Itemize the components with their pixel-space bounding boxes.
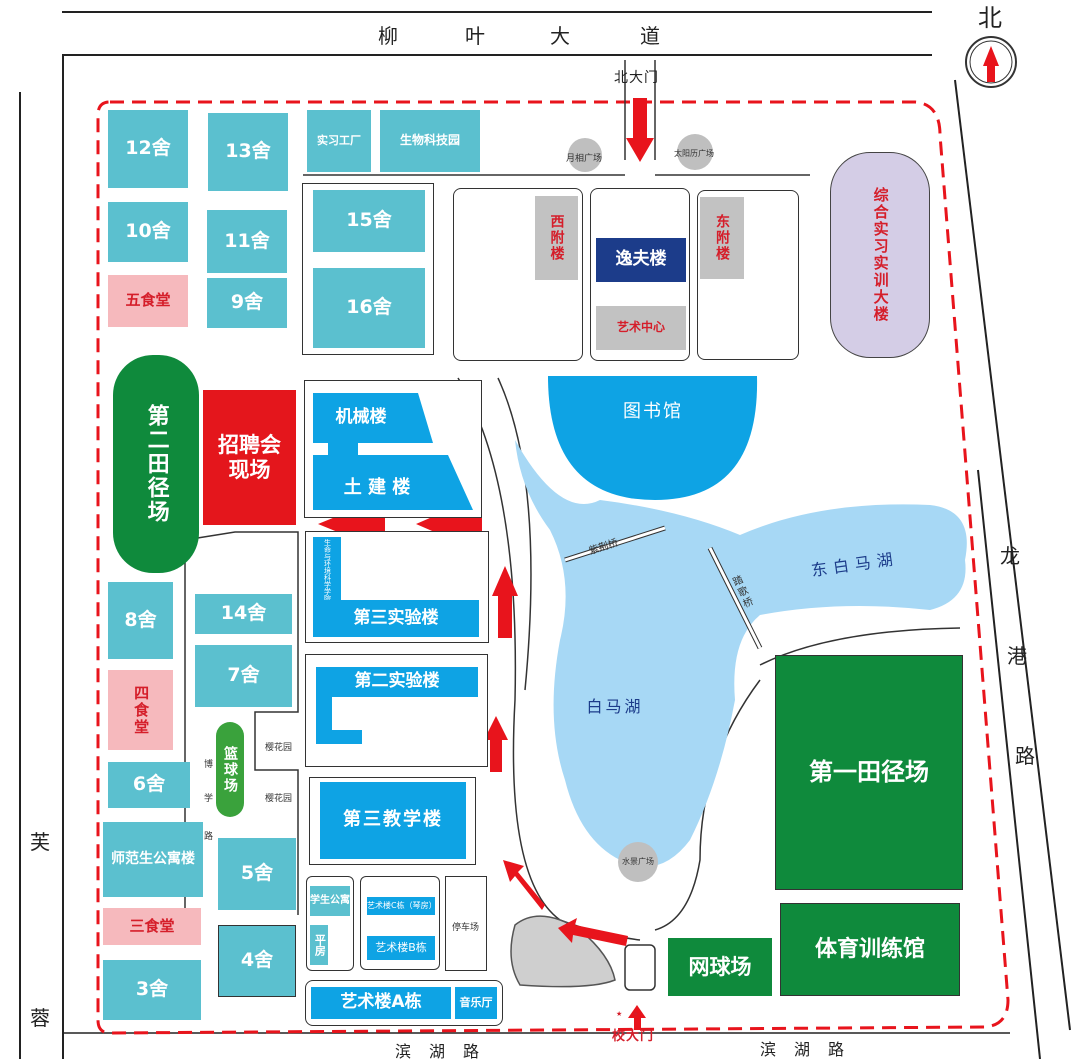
taiyangli-plaza-label: 太阳历广场 <box>674 149 714 158</box>
yuexiang-plaza-label: 月相广场 <box>566 154 603 164</box>
shuijing-plaza-marker <box>618 842 658 882</box>
dorm-14[interactable]: 14舍 <box>195 594 292 634</box>
road-east-3: 路 <box>1015 744 1036 768</box>
library[interactable]: 图书馆 <box>623 400 683 422</box>
life-environment-college[interactable]: 生命与环境科学学院 <box>323 538 332 602</box>
shifan-apartment[interactable]: 师范生公寓楼 <box>103 822 203 897</box>
machinery-building[interactable]: 机械楼 <box>335 407 387 428</box>
tennis-court[interactable]: 网球场 <box>668 938 772 996</box>
parking[interactable]: 停车场 <box>452 923 480 933</box>
compass-label: 北 <box>978 4 1003 32</box>
road-east-2: 港 <box>1007 644 1028 668</box>
cherry-garden-1: 樱花园 <box>265 743 293 753</box>
art-building-c[interactable]: 艺术楼C栋（琴房） <box>367 897 437 915</box>
dorm-9[interactable]: 9舍 <box>207 278 287 328</box>
dorm-15[interactable]: 15舍 <box>313 190 425 252</box>
library-shape <box>548 376 758 500</box>
lab-2-foot <box>316 730 362 744</box>
student-apartment[interactable]: 学生公寓 <box>310 886 350 916</box>
road-south-left: 滨 湖 路 <box>395 1042 481 1059</box>
east-annex[interactable]: 东附楼 <box>700 197 744 279</box>
dorm-5[interactable]: 5舍 <box>218 838 296 910</box>
parking-block <box>445 876 487 971</box>
dorm-10[interactable]: 10舍 <box>108 202 188 262</box>
lab-2-stem <box>316 697 332 737</box>
boxue-road-3: 路 <box>204 832 214 842</box>
north-gate-label: 北大门 <box>614 70 659 86</box>
dorm-7[interactable]: 7舍 <box>195 645 292 707</box>
road-west-2: 蓉 <box>30 1006 51 1030</box>
road-north-3: 大 <box>550 24 571 48</box>
yuexiang-plaza-marker <box>568 138 602 172</box>
civil-engineering-building[interactable]: 土 建 楼 <box>343 476 411 498</box>
dorm-6[interactable]: 6舍 <box>108 762 190 808</box>
road-north-4: 道 <box>640 24 661 48</box>
road-south-right: 滨 湖 路 <box>760 1040 846 1059</box>
arrow-north-gate <box>626 98 654 162</box>
taiyangli-plaza-marker <box>677 134 713 170</box>
shuijing-plaza-label: 水景广场 <box>622 857 654 866</box>
yifu-building[interactable]: 逸夫楼 <box>596 238 686 282</box>
road-west-1: 芙 <box>30 830 51 854</box>
main-gate-stars: ★ ★ <box>616 1010 643 1018</box>
lab-2[interactable]: 第二实验楼 <box>316 667 478 697</box>
gate-stone <box>510 915 616 988</box>
compass-icon <box>966 37 1016 87</box>
road-north-1: 柳 <box>378 24 399 48</box>
biotech-park[interactable]: 生物科技园 <box>380 110 480 172</box>
art-building-a[interactable]: 艺术楼A栋 <box>311 987 451 1019</box>
teaching-building-3[interactable]: 第三教学楼 <box>320 782 466 859</box>
baima-lake-label: 白马湖 <box>586 696 644 716</box>
canteen-3[interactable]: 三食堂 <box>103 908 201 945</box>
dorm-8[interactable]: 8舍 <box>108 582 173 659</box>
road-north-2: 叶 <box>465 24 486 48</box>
engineering-shapes <box>313 393 473 510</box>
comprehensive-training-building[interactable]: 综合实习实训大楼 <box>830 152 930 358</box>
practice-factory[interactable]: 实习工厂 <box>307 110 371 172</box>
lab-3[interactable]: 第三实验楼 <box>313 600 479 637</box>
boxue-road-1: 博 <box>204 760 214 770</box>
canteen-4[interactable]: 四食堂 <box>108 670 173 750</box>
arrow-main-gate <box>628 1005 646 1030</box>
dorm-4[interactable]: 4舍 <box>218 925 296 997</box>
main-gate-label: 校大门 <box>612 1029 655 1044</box>
dorm-11[interactable]: 11舍 <box>207 210 287 273</box>
road-east-1: 龙 <box>1000 544 1021 568</box>
concert-hall[interactable]: 音乐厅 <box>455 987 497 1019</box>
baima-lake <box>515 440 967 867</box>
art-center[interactable]: 艺术中心 <box>596 306 686 350</box>
canteen-5[interactable]: 五食堂 <box>108 275 188 327</box>
basketball-court[interactable]: 篮球场 <box>216 722 244 817</box>
dorm-16[interactable]: 16舍 <box>313 268 425 348</box>
cherry-garden-2: 樱花园 <box>265 794 293 804</box>
boxue-road-2: 学 <box>204 794 214 804</box>
dorm-3[interactable]: 3舍 <box>103 960 201 1020</box>
dorm-12[interactable]: 12舍 <box>108 110 188 188</box>
art-building-b[interactable]: 艺术楼B栋 <box>367 936 435 960</box>
west-annex[interactable]: 西附楼 <box>535 196 578 280</box>
field-2[interactable]: 第二田径场 <box>113 355 199 573</box>
pingfang[interactable]: 平房 <box>310 925 328 965</box>
sports-training-gym[interactable]: 体育训练馆 <box>780 903 960 996</box>
recruitment-fair-venue[interactable]: 招聘会现场 <box>203 390 296 525</box>
dorm-13[interactable]: 13舍 <box>208 113 288 191</box>
field-1[interactable]: 第一田径场 <box>775 655 963 890</box>
